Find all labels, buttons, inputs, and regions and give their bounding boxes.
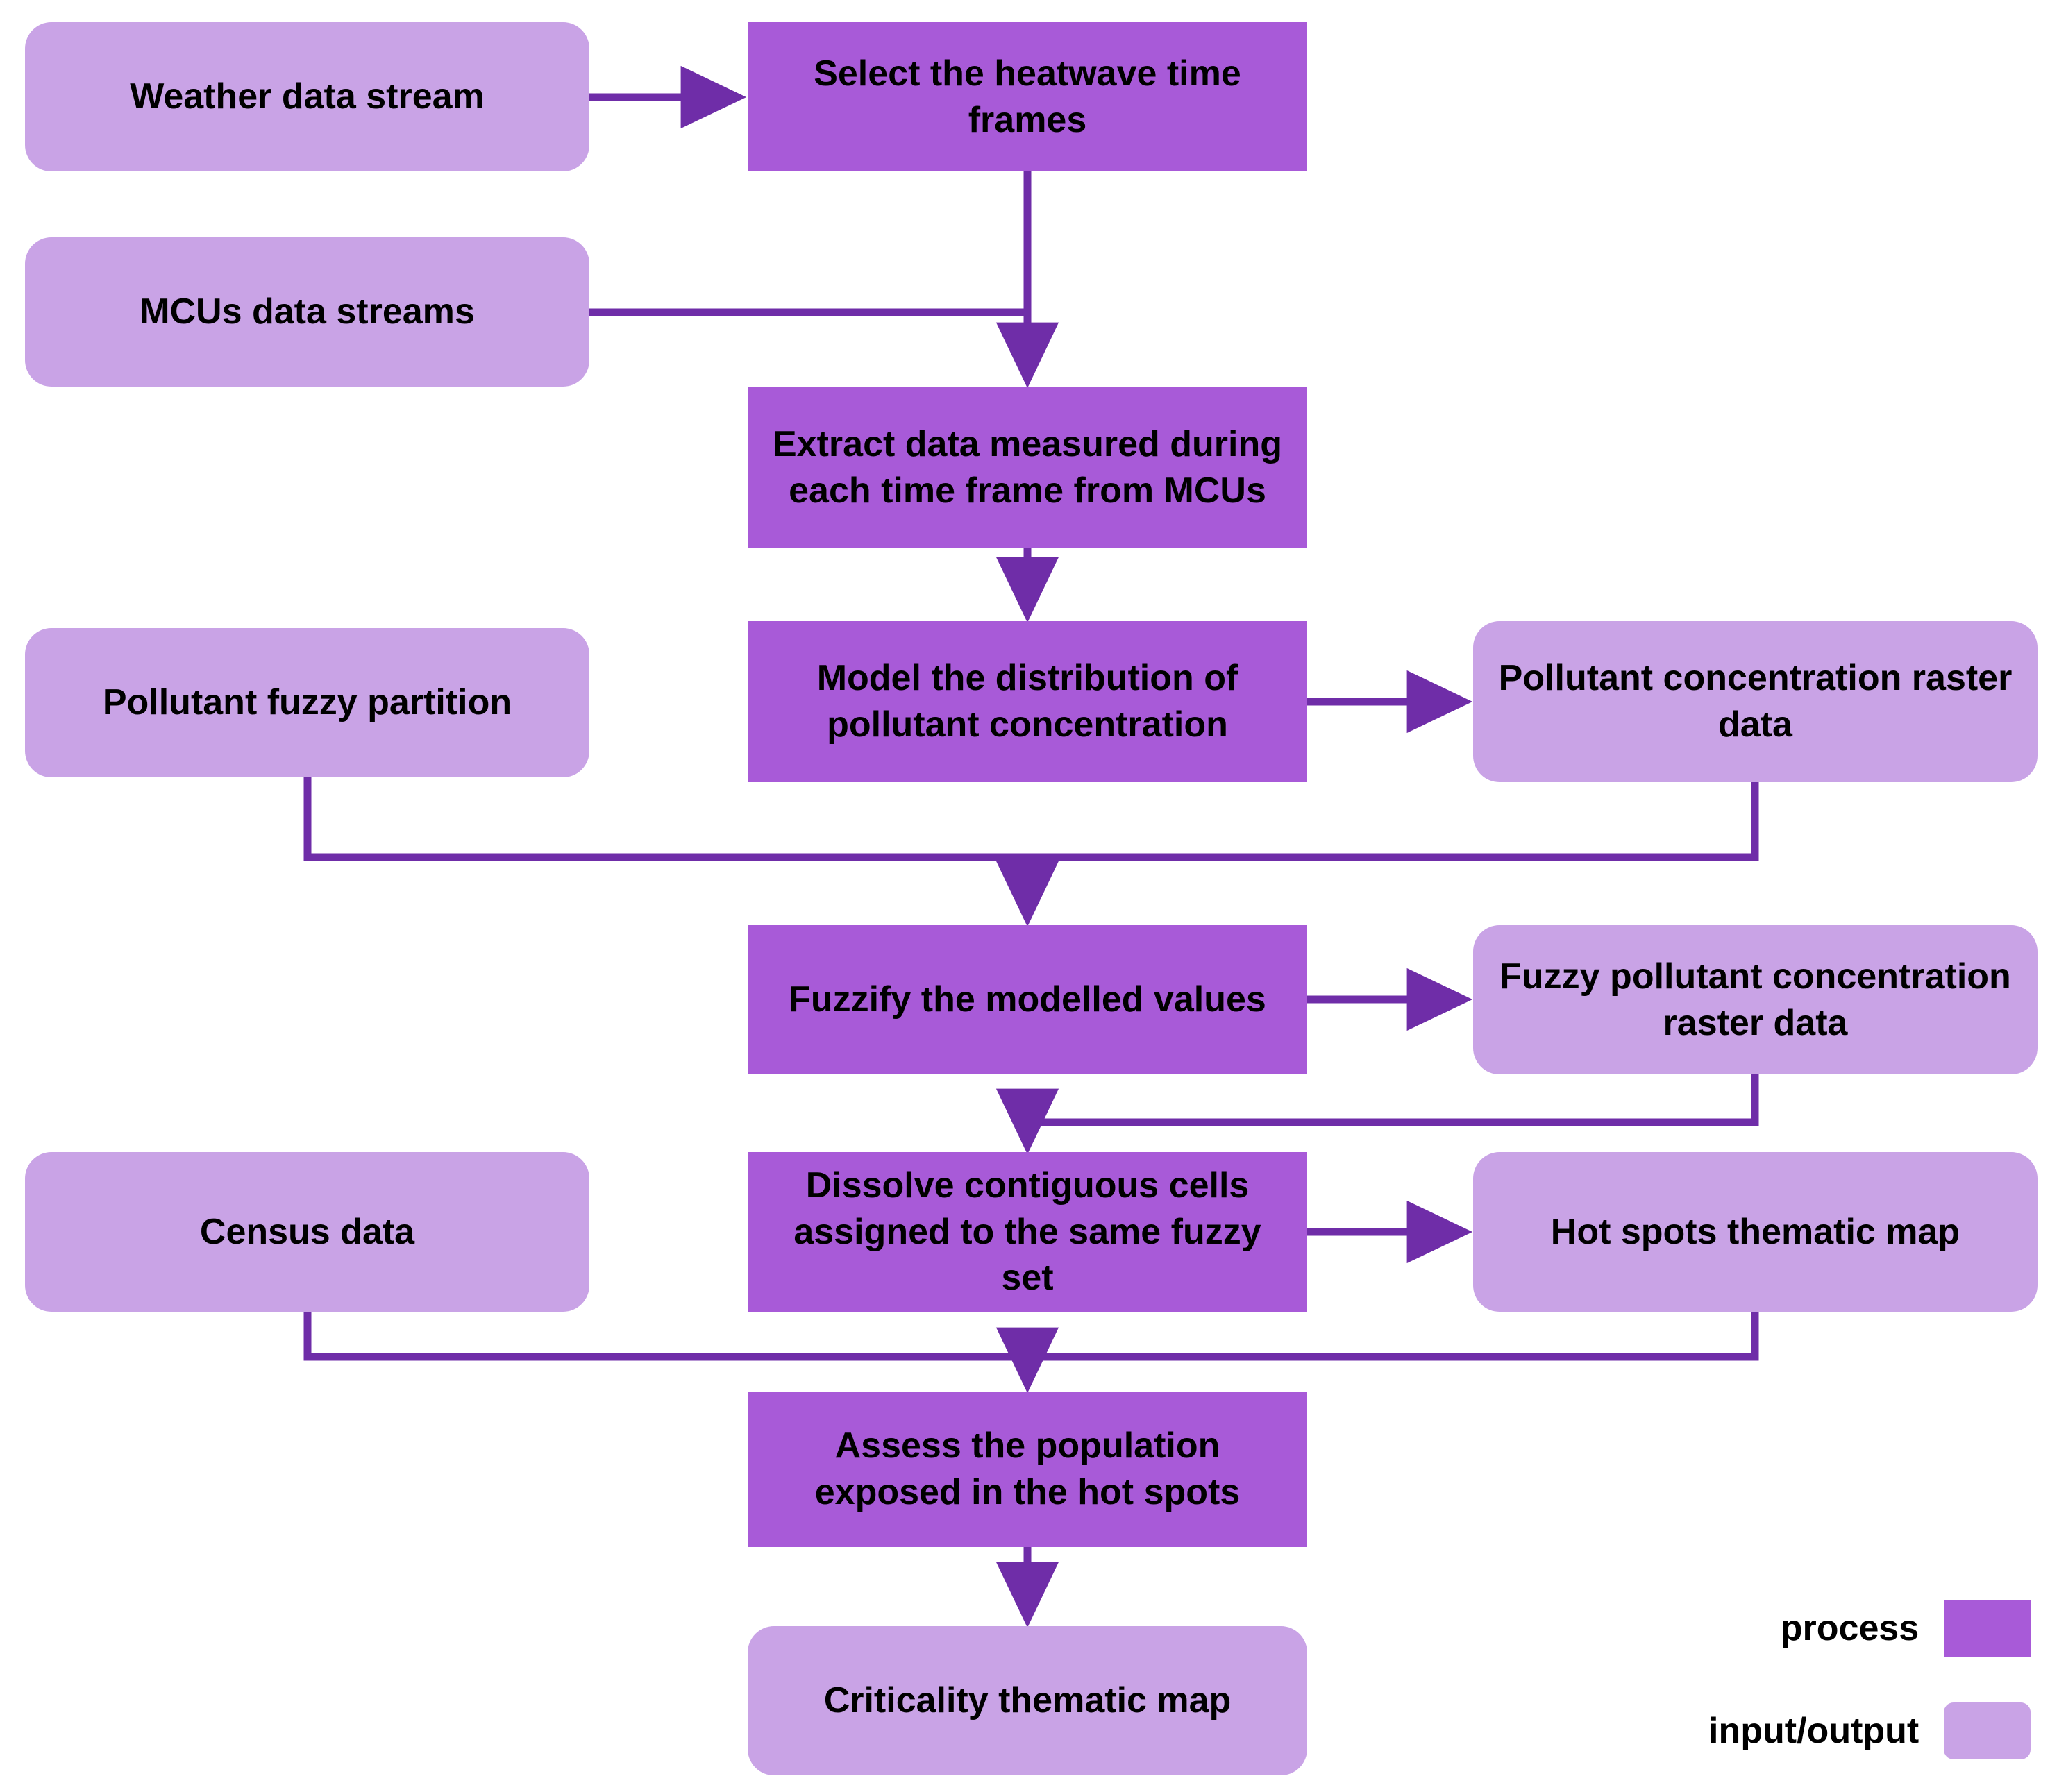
node-label: Select the heatwave time frames (814, 53, 1241, 140)
node-label: Pollutant fuzzy partition (102, 682, 512, 723)
node-label: MCUs data streams (140, 291, 475, 332)
edge-raster-to-fuzzify (995, 782, 1759, 927)
node-extract-data-measured[interactable]: Extract data measured during each time f… (748, 387, 1307, 548)
node-label: Fuzzify the modelled values (789, 979, 1266, 1020)
node-mcus-data-streams[interactable]: MCUs data streams (25, 237, 589, 387)
edge-hotspots-to-assess (995, 1312, 1759, 1394)
node-pollutant-concentration-raster-data[interactable]: Pollutant concentration raster data (1473, 621, 2038, 782)
legend-swatch-process (1944, 1600, 2031, 1657)
node-label: Census data (199, 1211, 415, 1252)
node-hot-spots-thematic-map[interactable]: Hot spots thematic map (1473, 1152, 2038, 1312)
node-weather-data-stream[interactable]: Weather data stream (25, 22, 589, 171)
edge-fuzzyraster-to-dissolve (995, 1074, 1759, 1155)
legend-label-process: process (1780, 1608, 1919, 1648)
legend-label-input-output: input/output (1708, 1711, 1919, 1751)
node-assess-population-exposed[interactable]: Assess the population exposed in the hot… (748, 1392, 1307, 1547)
node-dissolve-contiguous-cells[interactable]: Dissolve contiguous cells assigned to th… (748, 1152, 1307, 1312)
legend-item-process: process (1652, 1596, 2031, 1660)
node-select-heatwave-time-frames[interactable]: Select the heatwave time frames (748, 22, 1307, 171)
node-label: Extract data measured during each time f… (773, 424, 1282, 511)
node-label: Model the distribution of pollutant conc… (816, 658, 1238, 745)
node-criticality-thematic-map[interactable]: Criticality thematic map (748, 1626, 1307, 1775)
node-label: Criticality thematic map (823, 1680, 1232, 1721)
node-label: Pollutant concentration raster data (1498, 658, 2013, 745)
edge-census-to-assess (303, 1312, 1027, 1361)
node-pollutant-fuzzy-partition[interactable]: Pollutant fuzzy partition (25, 628, 589, 777)
node-label: Assess the population exposed in the hot… (814, 1426, 1241, 1512)
node-model-distribution-pollutant[interactable]: Model the distribution of pollutant conc… (748, 621, 1307, 782)
node-fuzzify-modelled-values[interactable]: Fuzzify the modelled values (748, 925, 1307, 1074)
edge-fuzzy-partition-to-fuzzify (303, 777, 1027, 861)
legend-swatch-input-output (1944, 1702, 2031, 1759)
node-label: Hot spots thematic map (1550, 1211, 1960, 1252)
node-label: Weather data stream (130, 76, 485, 117)
legend-item-input-output: input/output (1652, 1699, 2031, 1763)
node-label: Fuzzy pollutant concentration raster dat… (1499, 956, 2011, 1043)
node-census-data[interactable]: Census data (25, 1152, 589, 1312)
node-fuzzy-pollutant-concentration-raster-data[interactable]: Fuzzy pollutant concentration raster dat… (1473, 925, 2038, 1074)
node-label: Dissolve contiguous cells assigned to th… (793, 1165, 1261, 1299)
